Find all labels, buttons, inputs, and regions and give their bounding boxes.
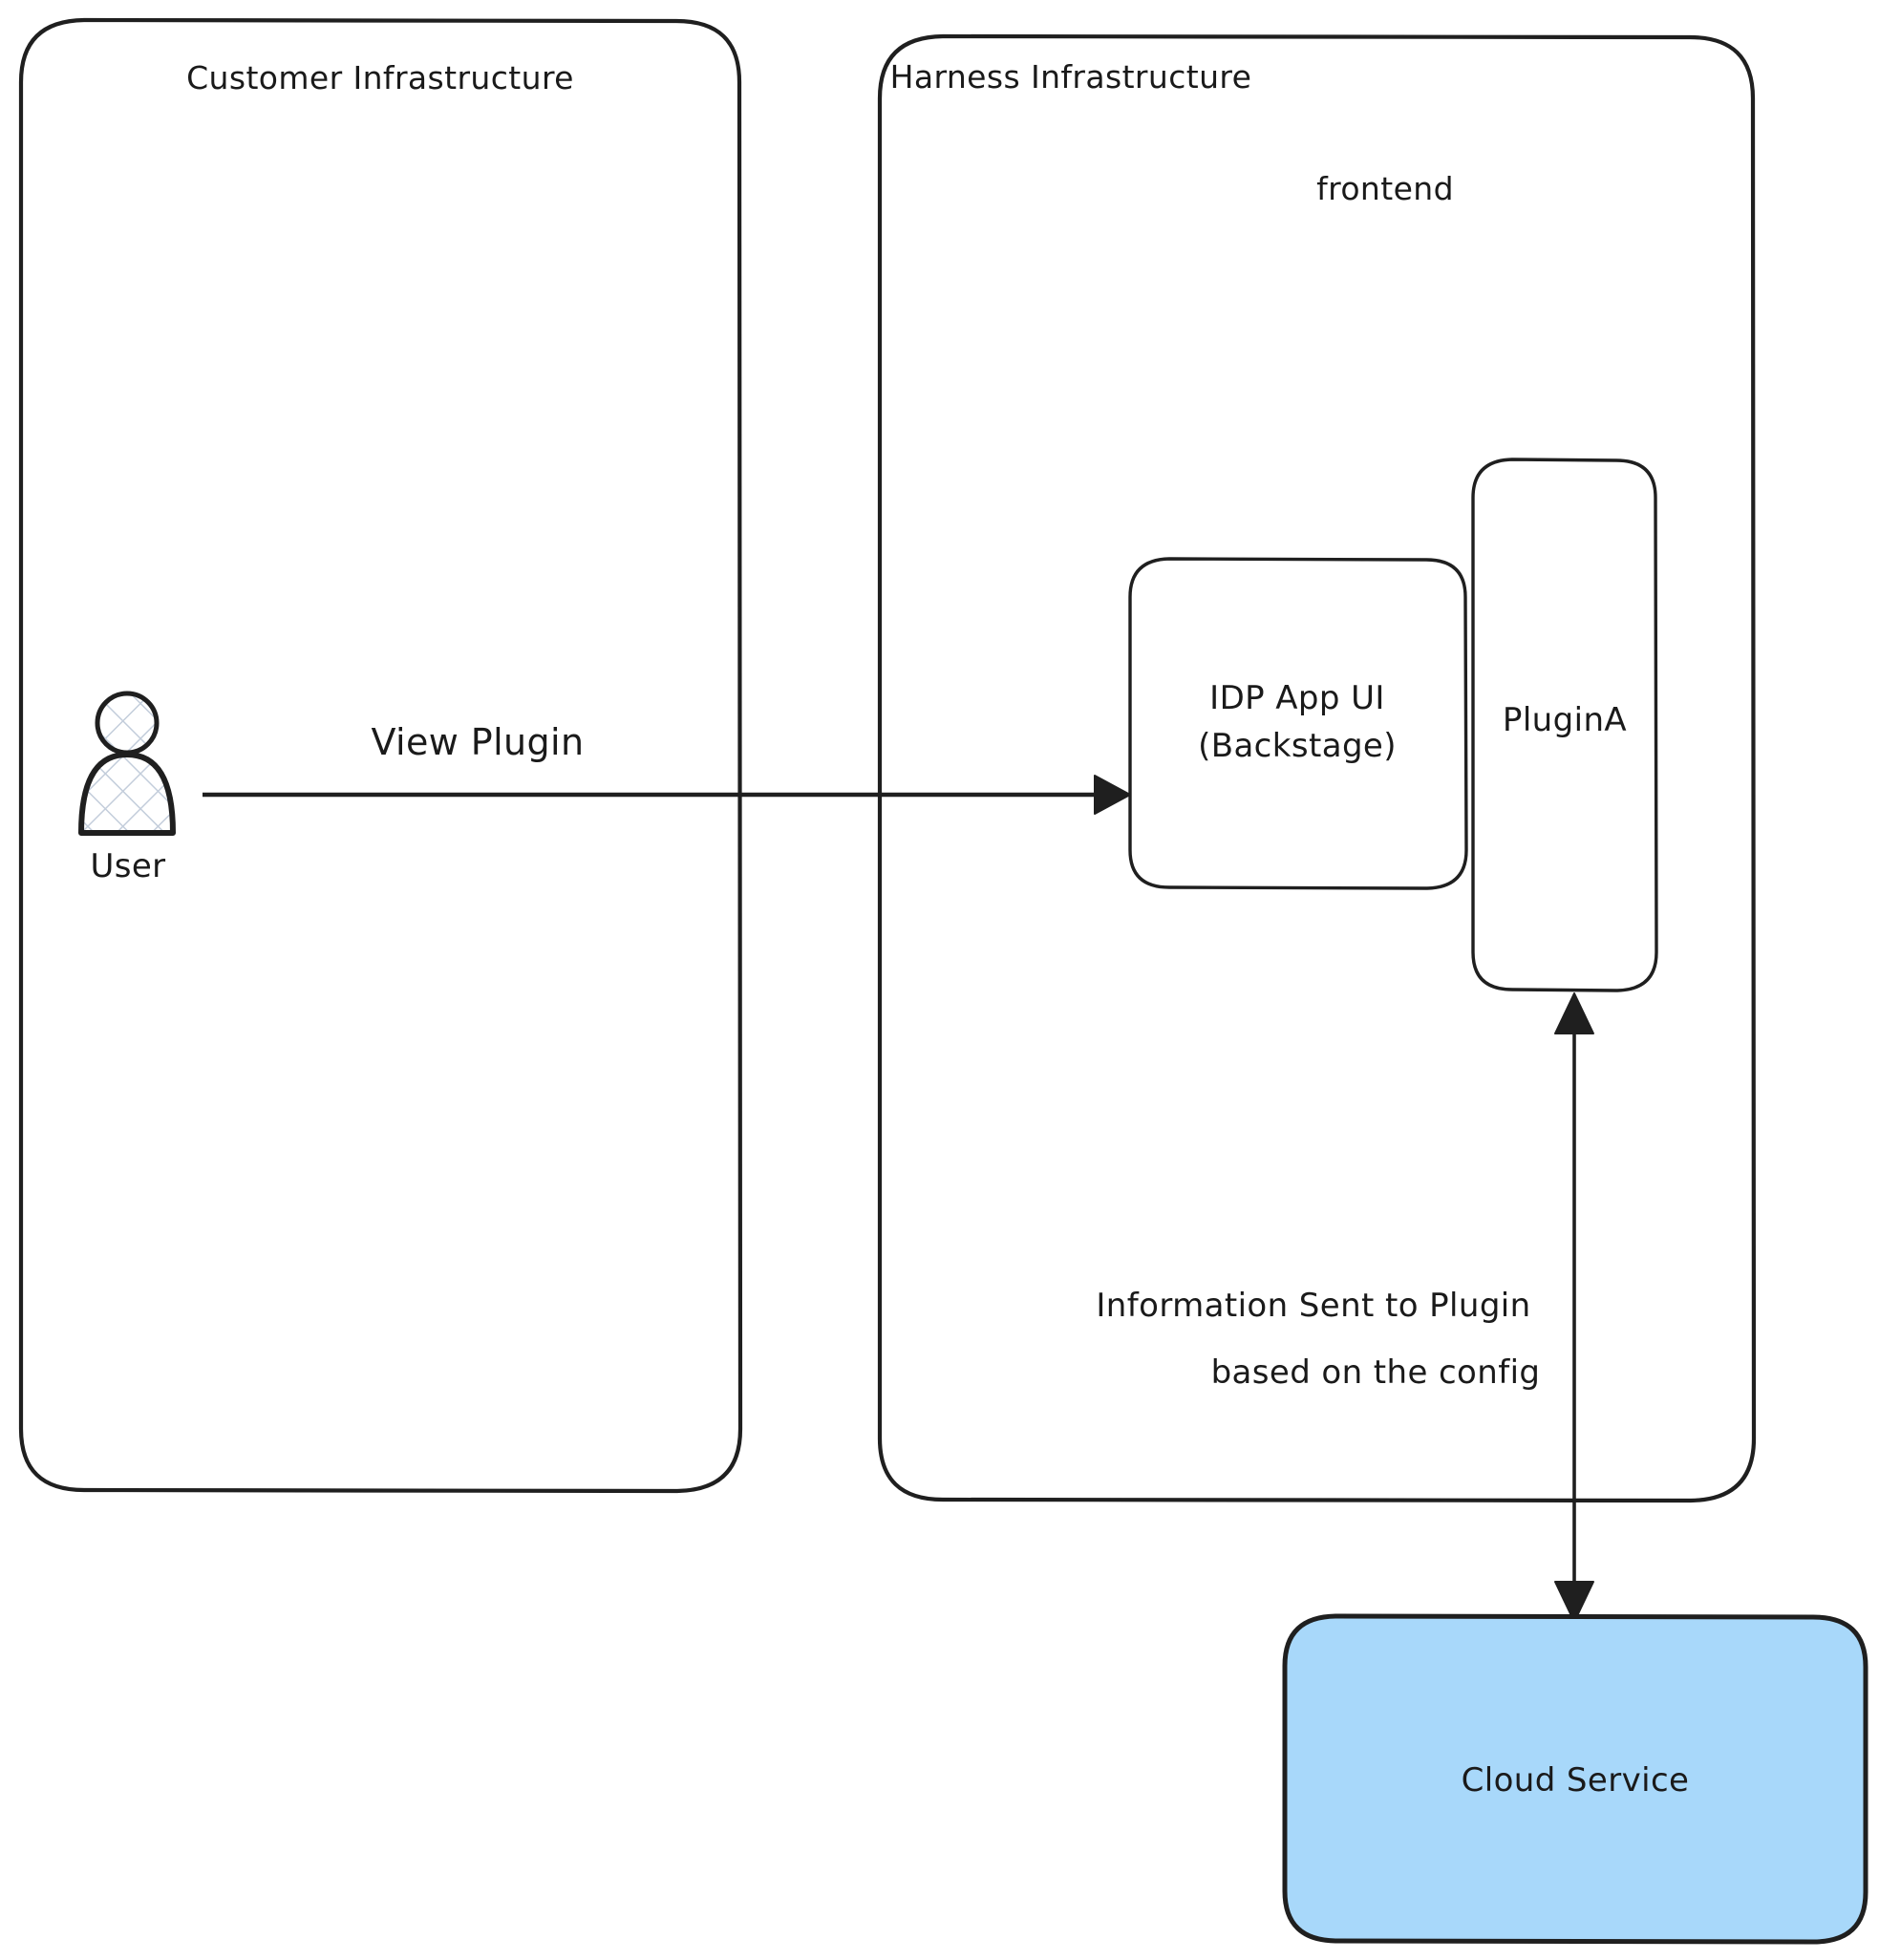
cloud-service-box	[1282, 1613, 1868, 1945]
harness-infrastructure-label: Harness Infrastructure	[890, 58, 1252, 96]
edge-cloud-to-plugin-label-line2: based on the config	[1211, 1353, 1541, 1392]
node-cloud-service[interactable]: Cloud Service	[1282, 1613, 1868, 1945]
user-label: User	[90, 847, 165, 885]
edge-user-to-idp-arrowhead	[1094, 775, 1131, 815]
edge-cloud-to-plugin-label-line1: Information Sent to Plugin	[1096, 1287, 1530, 1325]
customer-infrastructure-label: Customer Infrastructure	[186, 59, 574, 96]
idp-app-ui-label-line2: (Backstage)	[1198, 727, 1397, 765]
node-user[interactable]: User	[78, 691, 176, 885]
edge-cloud-to-plugin-arrowhead-up	[1554, 992, 1594, 1034]
node-plugin-a[interactable]: PluginA	[1471, 458, 1658, 992]
edge-cloud-to-plugin-arrowhead-down	[1554, 1581, 1594, 1623]
group-harness-infrastructure[interactable]: Harness Infrastructure frontend	[877, 33, 1757, 1503]
group-customer-infrastructure[interactable]: Customer Infrastructure	[18, 17, 743, 1494]
edge-user-to-idp[interactable]: View Plugin	[203, 721, 1131, 815]
plugin-a-box	[1471, 458, 1658, 992]
edge-user-to-idp-label: View Plugin	[372, 721, 585, 763]
harness-infrastructure-boundary	[877, 33, 1757, 1503]
edge-cloud-to-plugin[interactable]: Information Sent to Plugin based on the …	[1096, 992, 1594, 1623]
idp-app-ui-box	[1128, 557, 1468, 890]
customer-infrastructure-boundary	[18, 17, 743, 1494]
node-idp-app-ui[interactable]: IDP App UI (Backstage)	[1128, 557, 1468, 890]
idp-app-ui-label-line1: IDP App UI	[1209, 679, 1385, 717]
plugin-a-label: PluginA	[1503, 701, 1627, 739]
user-actor-icon	[78, 691, 176, 836]
frontend-label: frontend	[1316, 170, 1454, 207]
cloud-service-label: Cloud Service	[1462, 1761, 1690, 1800]
